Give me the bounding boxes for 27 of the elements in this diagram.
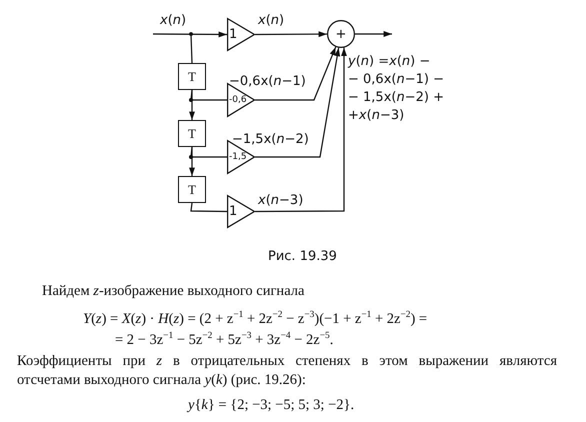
formula-line: − 0,6x(n−1) −: [348, 73, 444, 88]
arrow: [255, 46, 336, 101]
edge-label: x(n−3): [258, 194, 304, 208]
amplifier-triangle: 1: [227, 195, 255, 228]
figure-caption: Рис. 19.39: [268, 250, 337, 264]
formula-line: y(n) =x(n) −: [348, 55, 430, 70]
arrow: [189, 90, 195, 120]
arrow: [255, 48, 347, 212]
edge-label: x(n): [160, 14, 186, 28]
arrow: [189, 147, 195, 176]
equation: = 2 − 3z$^{−1}$ − 5z$^{−2}$ + 5z$^{−3}$ + 3z$^{−4}$ − 2z$^{−5}$.: [115, 331, 334, 349]
delay-box: T: [178, 63, 206, 90]
arrow: [153, 32, 227, 38]
arrow: [255, 48, 340, 158]
arrow: [255, 31, 327, 38]
paragraph-text: Найдем z-изображение выходного сигнала: [42, 284, 304, 300]
paragraph-text: Коэффициенты при z в отрицательных степенях в этом выражении являются отсчетами выходного сигнала y(k) (рис. 19.26):: [17, 352, 557, 390]
delay-box: T: [178, 120, 206, 147]
equation: y{k} = {2; −3; −5; 5; 3; −2}.: [188, 398, 354, 414]
summer-circle: +: [327, 20, 355, 48]
formula-line: +x(n−3): [348, 109, 404, 124]
edge-label: x(n): [258, 14, 284, 28]
delay-box: T: [178, 176, 206, 203]
arrow: [355, 31, 392, 37]
equation: Y(z) = X(z) · H(z) = (2 + z$^{−1}$ + 2z$^{−2}$ − z$^{−3}$)(−1 + z$^{−1}$ + 2z$^{−2}$) =: [83, 310, 428, 328]
formula-line: − 1,5x(n−2) +: [348, 91, 444, 106]
amplifier-triangle: 1: [227, 18, 255, 51]
